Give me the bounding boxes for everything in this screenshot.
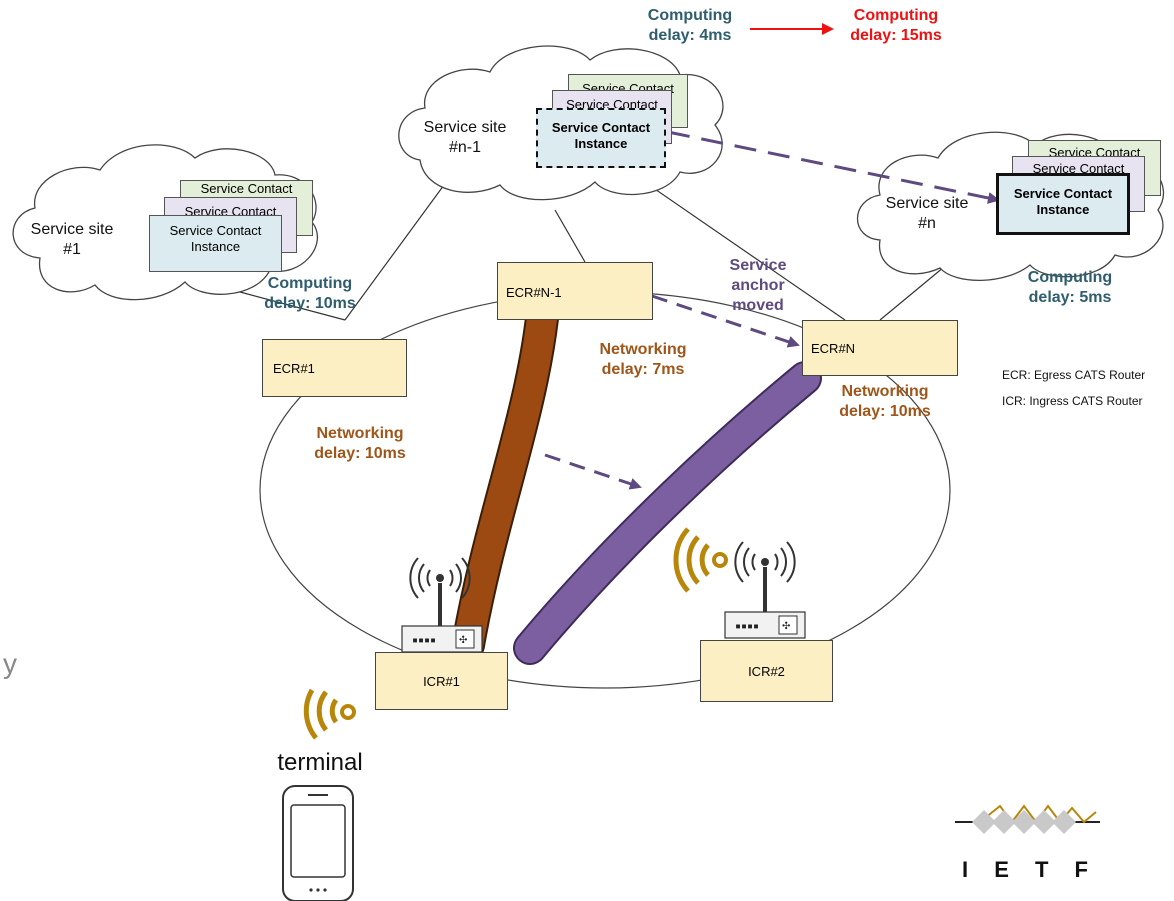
computing-delay-siten: Computing delay: 5ms — [1027, 269, 1113, 306]
networking-delay-ecrN: Networking delay: 10ms — [839, 383, 931, 420]
router-icr2[interactable]: ICR#2 — [700, 640, 833, 702]
purple-path-fill — [515, 363, 820, 663]
legend-ecr: ECR: Egress CATS Router — [1002, 368, 1146, 382]
router-device-2: ▪▪▪▪ ✣ — [724, 541, 806, 639]
wifi-signal-icon — [673, 527, 728, 593]
ietf-logo-icon — [955, 804, 1100, 834]
router-label: ICR#2 — [748, 663, 785, 679]
terminal-wifi-icon — [303, 688, 356, 740]
computing-delay-before: Computing delay: 4ms — [647, 7, 733, 44]
router-label: ICR#1 — [423, 673, 460, 689]
svg-text:▪▪▪▪: ▪▪▪▪ — [412, 635, 436, 646]
migration-arrow — [667, 130, 1000, 204]
router-icr1[interactable]: ICR#1 — [375, 652, 508, 710]
networking-delay-ecrN-1: Networking delay: 7ms — [599, 341, 687, 378]
anchor-moved-label: Service anchor moved — [729, 257, 787, 314]
router-ecrN[interactable]: ECR#N — [802, 320, 958, 376]
edge-text-fragment: y — [3, 648, 17, 679]
ietf-logo-text: I E T F — [962, 857, 1098, 882]
router-ecr1[interactable]: ECR#1 — [262, 339, 407, 397]
card-site1-front[interactable]: Service Contact Instance — [149, 215, 282, 272]
router-label: ECR#N — [811, 341, 856, 356]
router-label: ECR#1 — [273, 360, 315, 376]
brown-path-fill — [453, 303, 557, 660]
site-1-label: Service site #1 — [30, 221, 114, 258]
router-device-1: ▪▪▪▪ ✣ — [401, 557, 483, 653]
path-shift-arrow — [544, 453, 642, 490]
computing-delay-site1: Computing delay: 10ms — [264, 275, 356, 312]
networking-delay-ecr1: Networking delay: 10ms — [314, 425, 406, 462]
svg-text:▪▪▪▪: ▪▪▪▪ — [735, 621, 759, 632]
terminal-label: terminal — [277, 749, 363, 776]
phone-icon — [282, 785, 354, 901]
card-label: Service Contact — [200, 181, 293, 196]
legend-icr: ICR: Ingress CATS Router — [1002, 394, 1143, 408]
svg-text:✣: ✣ — [459, 635, 467, 646]
router-label: ECR#N-1 — [506, 285, 562, 300]
card-siten-front[interactable]: Service Contact Instance — [996, 173, 1130, 235]
connection-lines — [239, 164, 951, 321]
site-n-1-label: Service site #n-1 — [423, 119, 507, 156]
computing-delay-after: Computing delay: 15ms — [850, 7, 942, 44]
router-ecrN-1[interactable]: ECR#N-1 — [497, 262, 653, 320]
site-n-label: Service site #n — [885, 195, 969, 232]
card-siten1-front[interactable]: Service Contact Instance — [536, 108, 666, 168]
svg-text:✣: ✣ — [782, 621, 790, 632]
card-label: Service Contact — [1032, 161, 1125, 176]
